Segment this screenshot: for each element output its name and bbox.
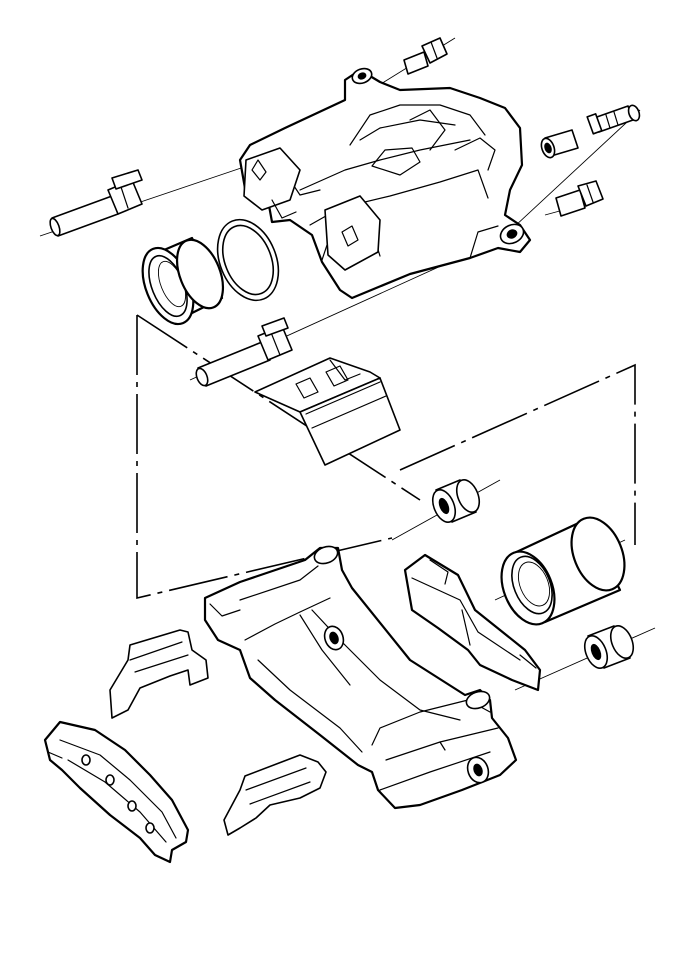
caliper-housing bbox=[238, 67, 532, 300]
guide-pin-bushing-upper bbox=[431, 478, 481, 524]
caliper-mounting-bracket bbox=[203, 545, 518, 810]
caliper-piston bbox=[500, 516, 626, 626]
piston-seal bbox=[216, 218, 280, 302]
guide-pin-bushing-lower bbox=[583, 624, 635, 670]
assembly-boundary-line bbox=[136, 314, 636, 600]
guide-pin-bolt-left bbox=[49, 169, 143, 237]
outer-brake-pad bbox=[43, 720, 190, 864]
inner-brake-pad bbox=[403, 553, 542, 692]
pad-abutment-clip-upper bbox=[109, 629, 209, 719]
anti-rattle-spring bbox=[254, 357, 401, 466]
piston-dust-boot bbox=[141, 236, 225, 326]
bleeder-cap bbox=[540, 129, 579, 159]
guide-pin-center bbox=[195, 317, 293, 387]
guide-pin-bolt-right bbox=[555, 180, 604, 217]
top-mounting-bolt bbox=[403, 37, 448, 75]
pad-abutment-clip-lower bbox=[223, 754, 327, 836]
bleeder-screw bbox=[586, 104, 641, 135]
